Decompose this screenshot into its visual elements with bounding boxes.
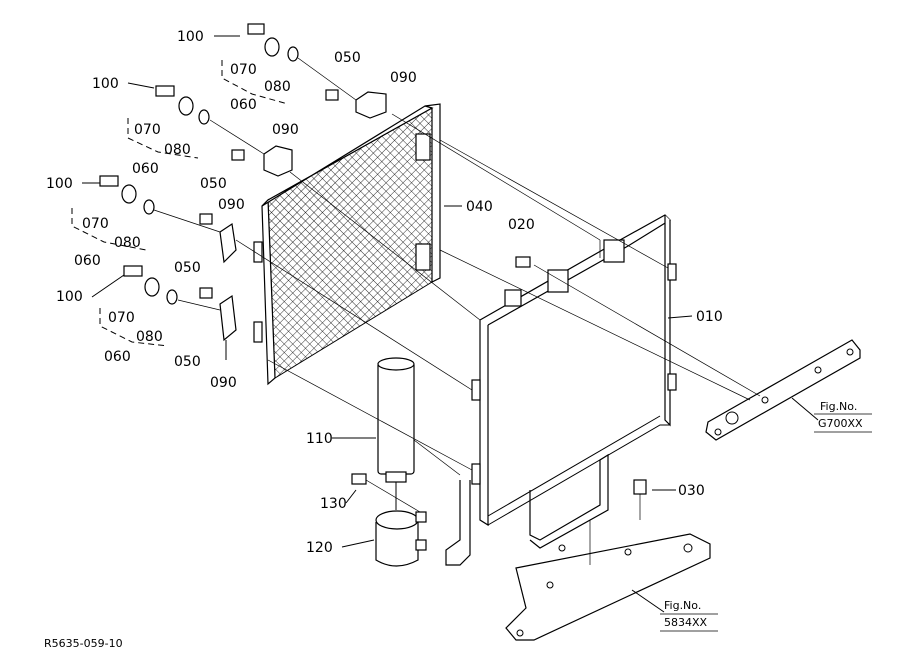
callout-100-c: 100	[46, 176, 73, 192]
fig-ref-g700-title: Fig.No.	[820, 400, 857, 413]
callout-090-d: 090	[210, 375, 237, 391]
receiver-drier-part	[377, 357, 461, 483]
callout-070-a: 070	[230, 62, 257, 78]
group-brackets	[71, 60, 289, 347]
fig-ref-5834: Fig.No. 5834XX	[660, 599, 718, 632]
callout-100-b: 100	[92, 76, 119, 92]
callout-060-d: 060	[104, 349, 131, 365]
callout-060-a: 060	[230, 97, 257, 113]
callout-130: 130	[320, 496, 347, 512]
fig-ref-5834-code: 5834XX	[664, 616, 708, 629]
bracket-plate-g700	[705, 339, 861, 441]
condenser-part	[253, 103, 441, 386]
callout-070-c: 070	[82, 216, 109, 232]
callout-100-d: 100	[56, 289, 83, 305]
fastener-stack-3	[99, 175, 155, 215]
base-plate-5834	[505, 533, 711, 641]
callout-040: 040	[466, 199, 493, 215]
callout-090-a: 090	[390, 70, 417, 86]
callout-060-c: 060	[74, 253, 101, 269]
callout-060-b: 060	[132, 161, 159, 177]
fastener-stack-4	[123, 265, 178, 305]
drier-bracket-part	[375, 510, 427, 567]
bolts	[199, 89, 647, 495]
callout-120: 120	[306, 540, 333, 556]
callout-010: 010	[696, 309, 723, 325]
fastener-stack-1	[247, 23, 299, 62]
callout-050-b: 050	[200, 176, 227, 192]
callout-020: 020	[508, 217, 535, 233]
callout-080-b: 080	[164, 142, 191, 158]
callout-080-c: 080	[114, 235, 141, 251]
callout-080-d: 080	[136, 329, 163, 345]
frame-part	[445, 214, 677, 566]
clips	[219, 91, 387, 342]
callout-070-d: 070	[108, 310, 135, 326]
callout-090-c: 090	[218, 197, 245, 213]
callout-100-a: 100	[177, 29, 204, 45]
drawing-number: R5635-059-10	[44, 637, 123, 650]
fig-ref-g700-code: G700XX	[818, 417, 863, 430]
fig-ref-g700: Fig.No. G700XX	[814, 400, 872, 433]
callout-080-a: 080	[264, 79, 291, 95]
callout-050-c: 050	[174, 260, 201, 276]
callout-070-b: 070	[134, 122, 161, 138]
callout-090-b: 090	[272, 122, 299, 138]
callout-030: 030	[678, 483, 705, 499]
fastener-stack-2	[155, 85, 210, 125]
callout-110: 110	[306, 431, 333, 447]
fig-ref-5834-title: Fig.No.	[664, 599, 701, 612]
callout-050-d: 050	[174, 354, 201, 370]
leader-lines	[82, 35, 819, 613]
callout-050-a: 050	[334, 50, 361, 66]
